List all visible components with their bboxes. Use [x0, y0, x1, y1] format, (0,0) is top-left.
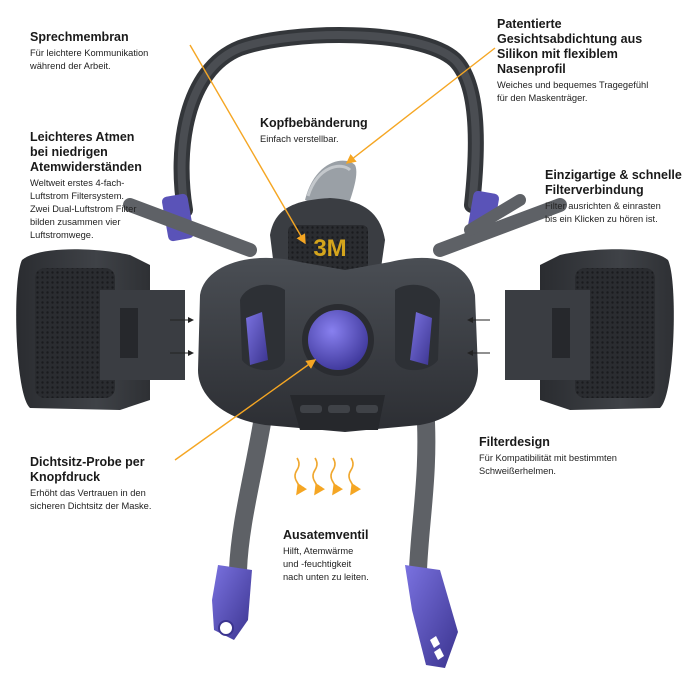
- right-strap-clip: [405, 565, 458, 668]
- callout-description: Einfach verstellbar.: [260, 134, 339, 144]
- callout-filterdesign: Filterdesign Für Kompatibilität mit best…: [479, 435, 679, 478]
- callout-gesichtsabdichtung: Patentierte Gesichtsabdichtung aus Silik…: [497, 17, 682, 105]
- callout-description: Erhöht das Vertrauen in den sicheren Dic…: [30, 488, 152, 511]
- callout-title: Sprechmembran: [30, 30, 129, 44]
- callout-filterverbindung: Einzigartige & schnelle Filterverbindung…: [545, 168, 685, 226]
- callout-title: Filterdesign: [479, 435, 550, 449]
- right-filter-cartridge: [505, 249, 674, 410]
- callout-description: Für leichtere Kommunikation während der …: [30, 48, 149, 71]
- fit-check-button: [302, 304, 374, 376]
- callout-ausatemventil: Ausatemventil Hilft, Atemwärme und -feuc…: [283, 528, 413, 584]
- 3m-logo: 3M: [313, 235, 346, 262]
- callout-description: Filter ausrichten & einrasten bis ein Kl…: [545, 201, 661, 224]
- callout-dichtsitz-probe: Dichtsitz-Probe per Knopfdruck Erhöht da…: [30, 455, 205, 513]
- callout-title: Leichteres Atmen bei niedrigen Atemwider…: [30, 130, 142, 174]
- callout-title: Ausatemventil: [283, 528, 369, 542]
- callout-description: Für Kompatibilität mit bestimmten Schwei…: [479, 453, 617, 476]
- side-straps: [123, 194, 567, 257]
- speech-diaphragm-grille: 3M: [270, 198, 385, 275]
- filter-insert-arrows: [170, 317, 490, 356]
- exhale-flow-arrows: [294, 457, 361, 496]
- left-filter-cartridge: [16, 249, 185, 410]
- left-filter-latch: [246, 312, 268, 365]
- exhalation-valve-cover: [290, 395, 385, 430]
- callout-title: Dichtsitz-Probe per Knopfdruck: [30, 455, 145, 484]
- callout-leichteres-atmen: Leichteres Atmen bei niedrigen Atemwider…: [30, 130, 190, 242]
- callout-title: Einzigartige & schnelle Filterverbindung: [545, 168, 682, 197]
- callout-description: Weiches und bequemes Tragegefühl für den…: [497, 80, 649, 103]
- callout-title: Patentierte Gesichtsabdichtung aus Silik…: [497, 17, 643, 76]
- neck-straps: [229, 403, 436, 571]
- leader-lines: [174, 44, 496, 461]
- right-filter-latch: [410, 312, 432, 365]
- callout-title: Kopfbebänderung: [260, 116, 368, 130]
- callout-kopfbebaenderung: Kopfbebänderung Einfach verstellbar.: [260, 116, 420, 146]
- callout-description: Hilft, Atemwärme und -feuchtigkeit nach …: [283, 546, 369, 582]
- callout-sprechmembran: Sprechmembran Für leichtere Kommunikatio…: [30, 30, 230, 73]
- left-strap-clip: [212, 565, 252, 640]
- callout-description: Weltweit erstes 4-fach- Luftstrom Filter…: [30, 178, 137, 240]
